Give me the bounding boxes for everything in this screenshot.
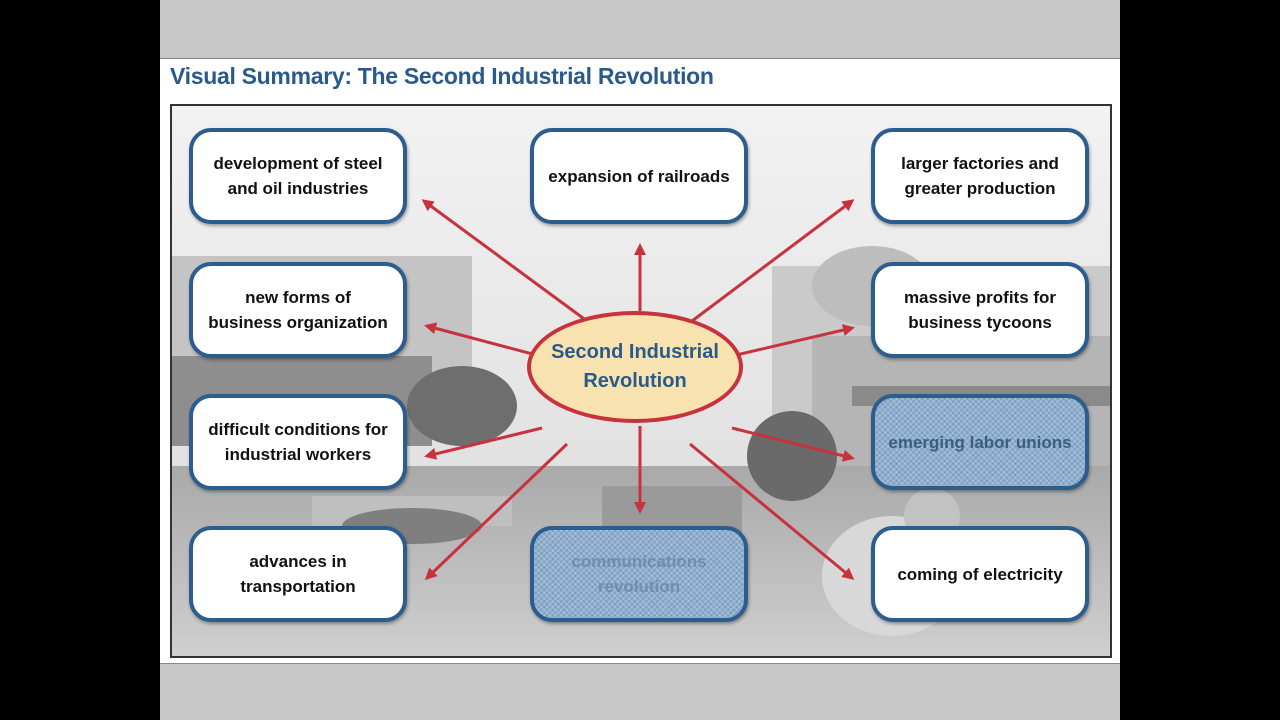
arrow-profits	[732, 328, 852, 356]
central-node: Second Industrial Revolution	[527, 311, 743, 423]
central-node-line2: Revolution	[551, 367, 719, 396]
node-text: development of steel	[213, 151, 382, 176]
node-text: advances in	[240, 549, 355, 574]
node-text: industrial workers	[208, 442, 387, 467]
central-node-line1: Second Industrial	[551, 338, 719, 367]
node-text: massive profits for	[904, 285, 1056, 310]
node-text: revolution	[571, 574, 706, 599]
node-labor-unions: emerging labor unions	[871, 394, 1089, 490]
slide: Visual Summary: The Second Industrial Re…	[160, 58, 1120, 664]
node-text: business organization	[208, 310, 387, 335]
node-text: greater production	[901, 176, 1059, 201]
slide-title: Visual Summary: The Second Industrial Re…	[170, 63, 714, 90]
node-text: business tycoons	[904, 310, 1056, 335]
node-electricity: coming of electricity	[871, 526, 1089, 622]
node-text: expansion of railroads	[548, 164, 729, 189]
arrow-business-org	[427, 326, 540, 356]
diagram-panel: Second Industrial Revolution development…	[170, 104, 1112, 658]
node-text: larger factories and	[901, 151, 1059, 176]
node-text: and oil industries	[213, 176, 382, 201]
node-railroads: expansion of railroads	[530, 128, 748, 224]
node-text: transportation	[240, 574, 355, 599]
node-text: new forms of	[208, 285, 387, 310]
node-text: coming of electricity	[897, 562, 1062, 587]
arrow-labor	[732, 428, 852, 458]
node-text: communications	[571, 549, 706, 574]
arrow-conditions	[427, 428, 542, 456]
node-text: difficult conditions for	[208, 417, 387, 442]
node-text: emerging labor unions	[888, 430, 1071, 455]
